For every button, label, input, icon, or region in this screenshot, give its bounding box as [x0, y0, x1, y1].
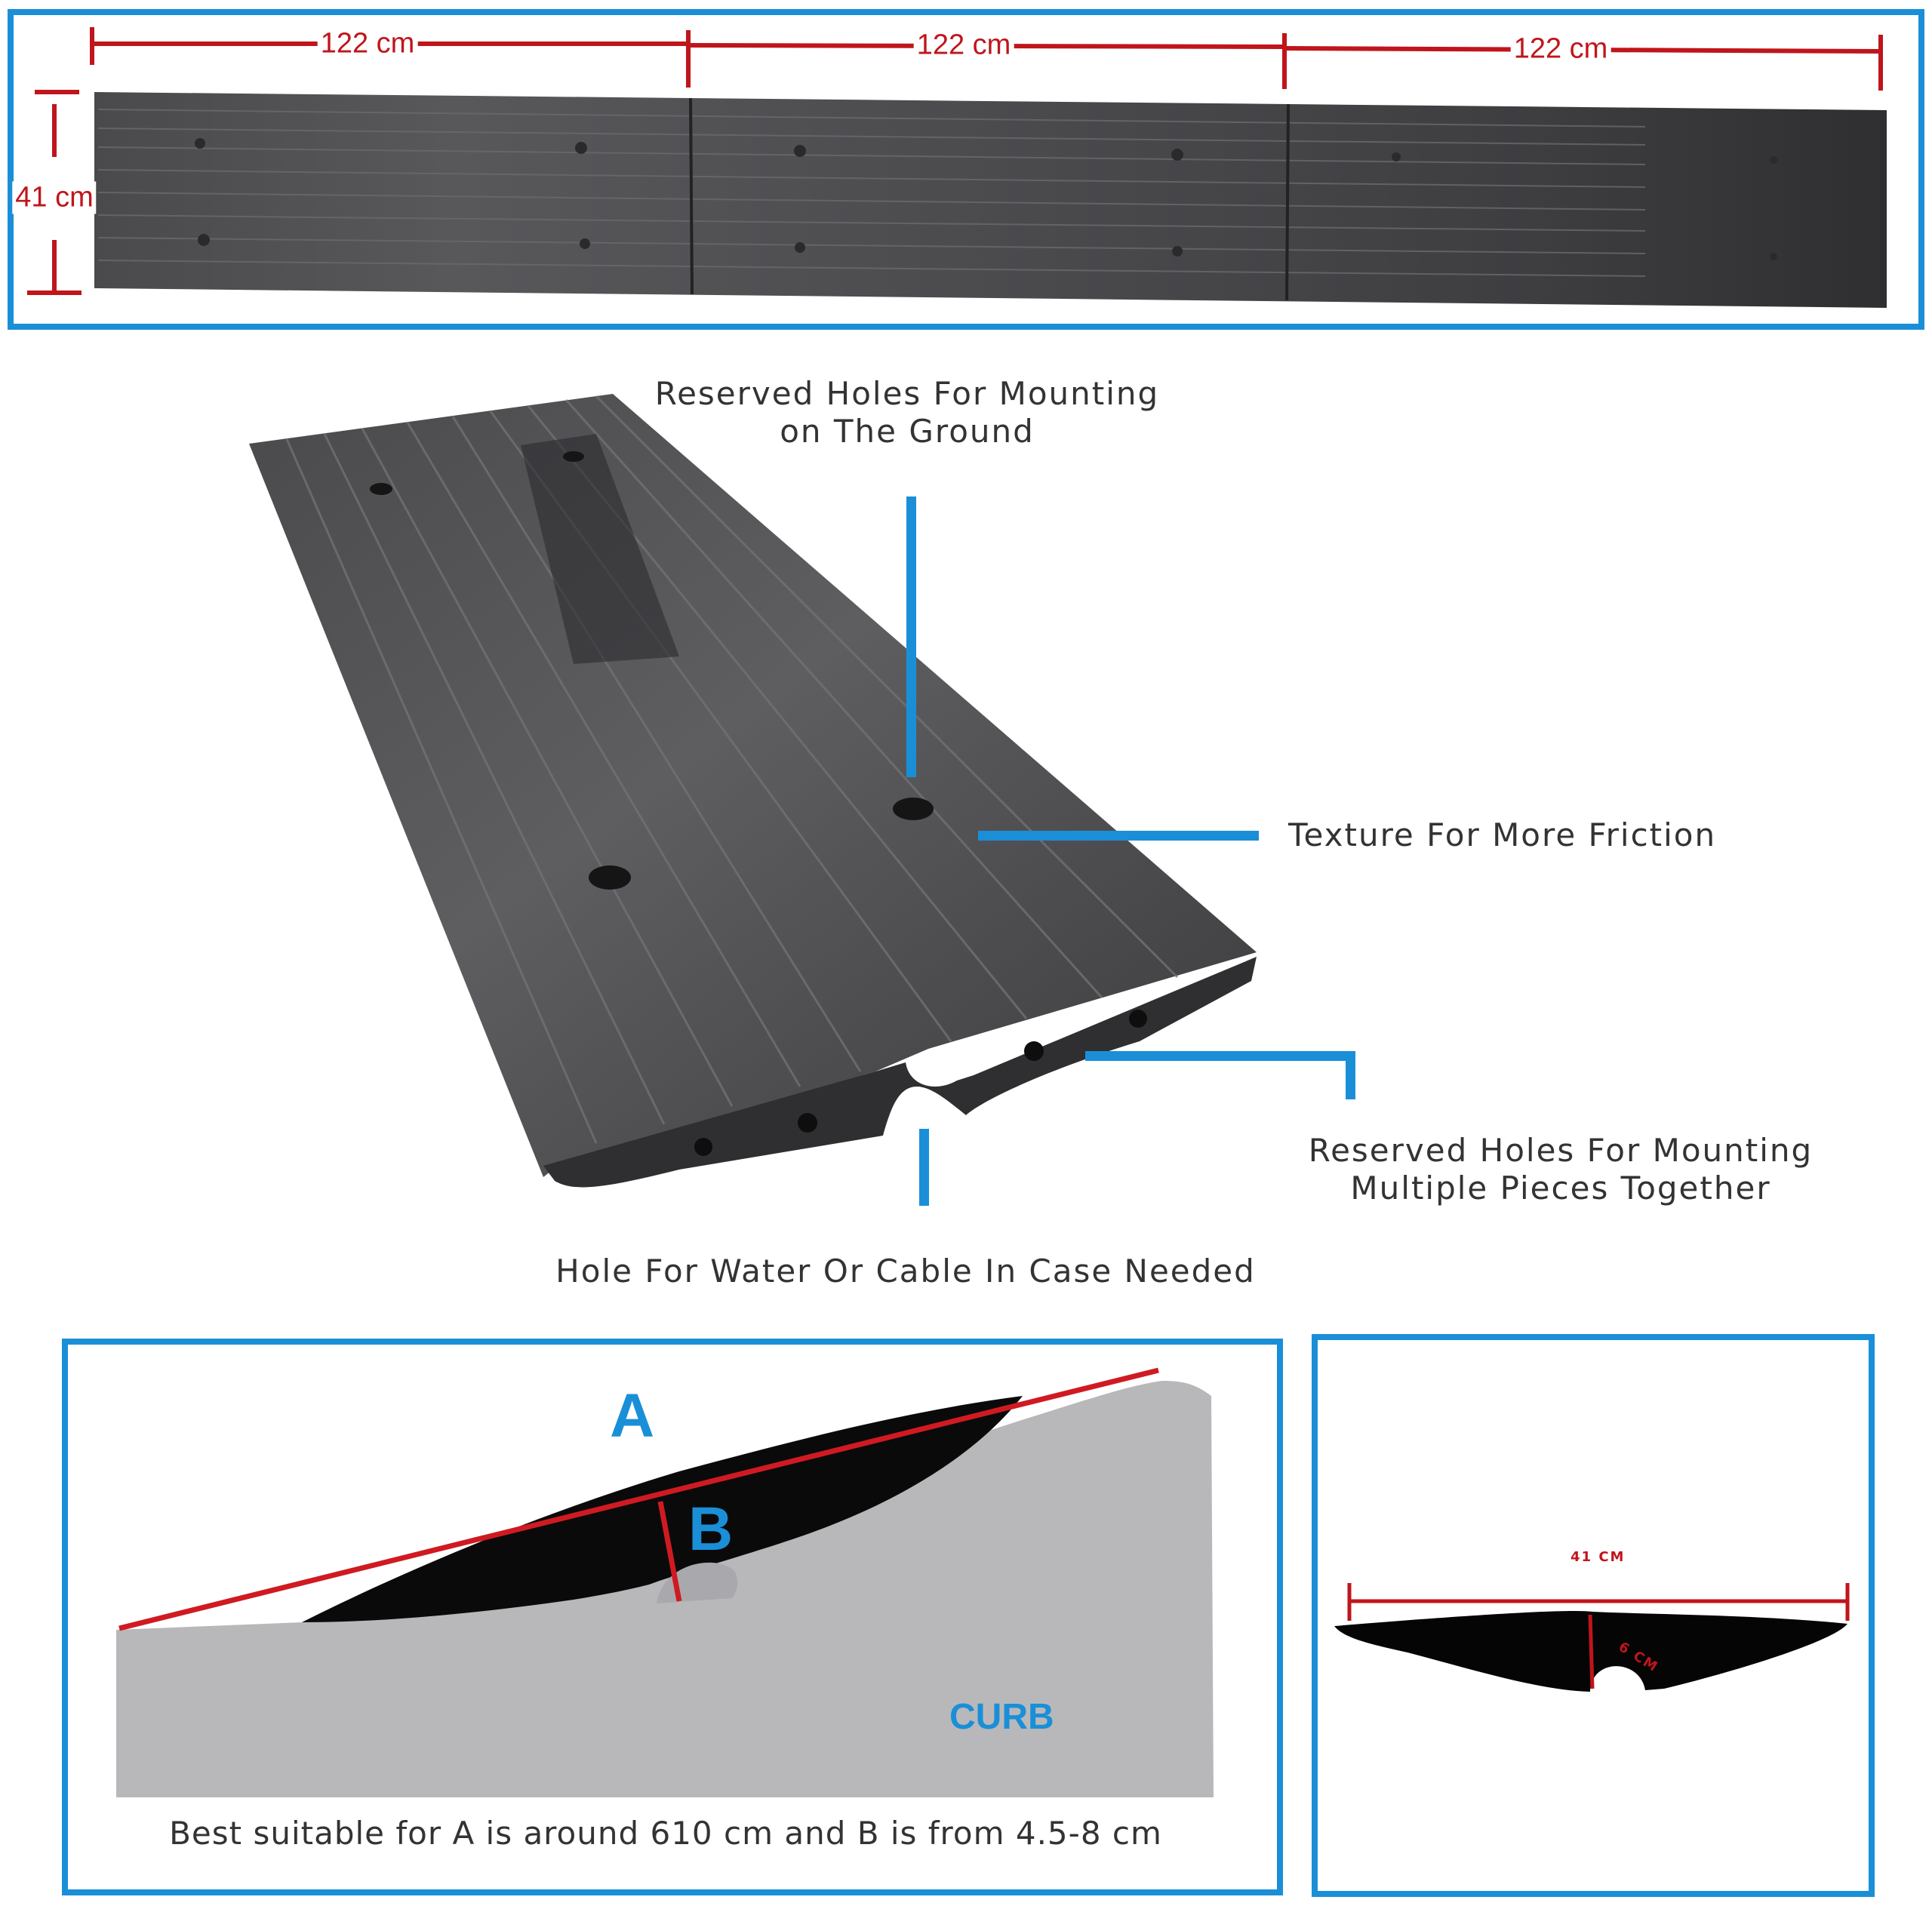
- callout-line-texture: [978, 831, 1259, 841]
- cross-section-diagram: [1334, 1583, 1850, 1692]
- measure-line-a: [118, 1367, 1159, 1631]
- segment-3-length-label: 122 cm: [1510, 32, 1611, 66]
- label-b: B: [688, 1495, 734, 1563]
- callout-ground-holes-line2: on The Ground: [780, 413, 1035, 450]
- curb-label: CURB: [949, 1697, 1054, 1737]
- callout-line-ground-holes: [906, 496, 916, 777]
- callout-joining-holes-line2: Multiple Pieces Together: [1350, 1170, 1771, 1207]
- segment-joint: [689, 97, 694, 295]
- callout-ground-holes-line1: Reserved Holes For Mounting: [654, 375, 1160, 412]
- width-label: 41 cm: [12, 181, 97, 214]
- ramp-perspective-view: [249, 394, 1257, 1188]
- callout-water-hole: Hole For Water Or Cable In Case Needed: [555, 1253, 1256, 1290]
- callout-line-joining-holes-h: [1085, 1051, 1355, 1061]
- measure-line-b: [657, 1501, 682, 1602]
- ramp-top-body: [94, 92, 1887, 308]
- ramp-end-face: [543, 957, 1257, 1188]
- callout-joining-holes-line1: Reserved Holes For Mounting: [1308, 1132, 1814, 1169]
- segment-joint: [1285, 103, 1290, 301]
- curb-diagram-caption: Best suitable for A is around 610 cm and…: [169, 1815, 1162, 1852]
- callout-line-joining-holes-v: [1346, 1051, 1355, 1099]
- cross-section-width-label: 41 CM: [1571, 1549, 1626, 1565]
- curb-diagram: [116, 1367, 1214, 1797]
- label-a: A: [610, 1382, 655, 1450]
- callout-texture: Texture For More Friction: [1288, 816, 1717, 853]
- ramp-top-surface: [249, 394, 1257, 1177]
- callout-line-water-hole: [919, 1129, 929, 1206]
- segment-1-length-label: 122 cm: [317, 27, 418, 60]
- segment-2-length-label: 122 cm: [913, 29, 1014, 62]
- ramp-top-view: [27, 27, 1887, 308]
